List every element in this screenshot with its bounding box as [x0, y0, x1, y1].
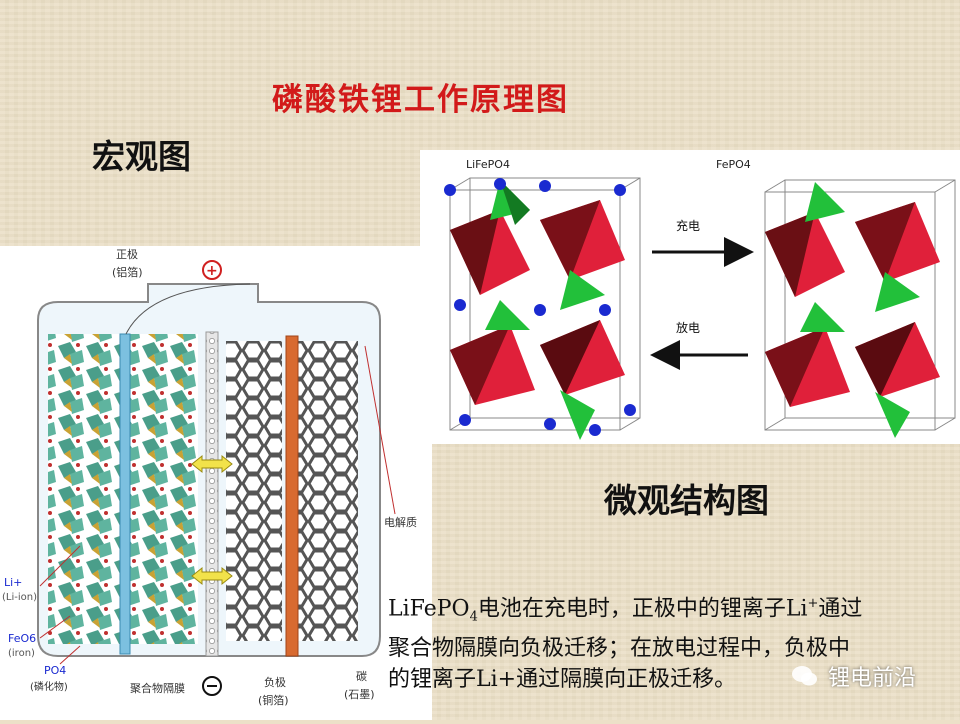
svg-text:+: +: [206, 263, 218, 279]
ion-arrow-upper: [191, 454, 233, 474]
discharge-label: 放电: [676, 320, 700, 335]
fepo4-crystal: [764, 179, 956, 431]
lifepo4-tetrahedra: [485, 180, 605, 440]
crystal-diagram: LiFePO4 FePO4: [444, 158, 956, 440]
description-line-3: 的锂离子Li+通过隔膜向正极迁移。: [388, 666, 737, 692]
lifepo4-crystal: [449, 177, 641, 431]
iron-label: (iron): [8, 648, 35, 659]
description-text: LiFePO4电池在充电时，正极中的锂离子Li+通过 聚合物隔膜向负极迁移；在放…: [388, 588, 948, 695]
battery-macro-panel: 正极 (铝箔) + Li+ (Li-ion) FeO6 (iron) PO4 (…: [0, 246, 432, 720]
slide-title: 磷酸铁锂工作原理图: [272, 82, 569, 118]
positive-terminal-icon: [202, 260, 222, 280]
lifepo4-octahedra: [450, 200, 625, 405]
negative-foil-label: (铜箔): [258, 693, 289, 707]
fepo4-tetrahedra: [800, 182, 920, 438]
fepo4-label: FePO4: [716, 158, 751, 171]
anode-graphite-right: [298, 341, 358, 641]
negative-electrode-label: 负极: [264, 675, 286, 689]
po4-label: PO4: [44, 664, 66, 677]
electrolyte-label: 电解质: [384, 515, 417, 529]
separator-label: 聚合物隔膜: [130, 681, 185, 695]
polymer-separator: [205, 331, 219, 657]
lithium-atoms: [444, 178, 636, 436]
charge-label: 充电: [676, 218, 700, 233]
li-ion-label: Li+: [4, 576, 22, 589]
copper-foil: [285, 335, 299, 657]
feo6-label: FeO6: [8, 632, 36, 645]
phosphate-label: (磷化物): [30, 680, 68, 693]
positive-foil-label: (铝箔): [112, 265, 143, 279]
description-line-1: LiFePO4电池在充电时，正极中的锂离子Li+通过: [388, 596, 863, 625]
fepo4-octahedra: [765, 202, 940, 407]
micro-label: 微观结构图: [604, 481, 769, 520]
macro-label: 宏观图: [92, 137, 191, 176]
watermark: 锂电前沿: [790, 660, 916, 692]
crystal-structure-panel: LiFePO4 FePO4: [420, 150, 960, 444]
wechat-icon: [792, 666, 817, 686]
ion-arrow-lower: [191, 566, 233, 586]
lifepo4-label: LiFePO4: [466, 158, 510, 171]
anode-graphite-left: [226, 341, 282, 641]
carbon-label: 碳: [356, 669, 367, 683]
watermark-text: 锂电前沿: [828, 666, 917, 691]
graphite-label: (石墨): [344, 688, 375, 701]
positive-electrode-label: 正极: [116, 247, 138, 261]
description-line-2: 聚合物隔膜向负极迁移；在放电过程中，负极中: [388, 635, 851, 661]
aluminum-foil: [119, 333, 131, 655]
battery-diagram: 正极 (铝箔) + Li+ (Li-ion) FeO6 (iron) PO4 (…: [2, 247, 417, 707]
li-ion-en-label: (Li-ion): [2, 592, 37, 603]
